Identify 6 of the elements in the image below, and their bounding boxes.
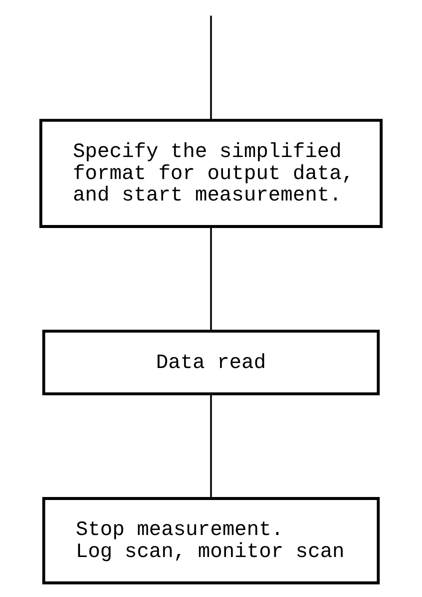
- connector: [210, 16, 212, 120]
- node-box: Data read: [42, 330, 380, 396]
- connector: [210, 226, 212, 331]
- node-box: Specify the simplified format for output data, and start measurement.: [39, 118, 383, 228]
- node-box: Stop measurement. Log scan, monitor scan: [42, 497, 380, 584]
- connector: [210, 394, 212, 498]
